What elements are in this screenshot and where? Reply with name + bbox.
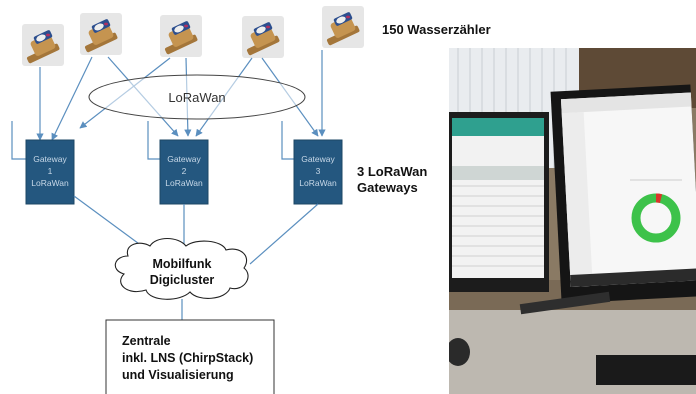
mobilfunk-cloud [114, 237, 249, 300]
monitors-photo [449, 48, 696, 394]
meter-icon-3 [160, 15, 202, 57]
gateway-3-line1: Gateway [301, 154, 335, 164]
zentrale-line1: Zentrale [122, 334, 171, 348]
zentrale-line3: und Visualisierung [122, 368, 234, 382]
gateways-label-line2: Gateways [357, 180, 418, 195]
gateway-2-line3: LoRaWan [165, 178, 203, 188]
gateways-label-line1: 3 LoRaWan [357, 164, 427, 179]
gateway-2-number: 2 [182, 166, 187, 176]
gateway-1: Gateway 1 LoRaWan [25, 139, 75, 205]
right-monitor [550, 84, 696, 304]
meter-icon-1 [22, 24, 64, 66]
left-monitor [449, 112, 549, 292]
gateway-1-line3: LoRaWan [31, 178, 69, 188]
gateway-2: Gateway 2 LoRaWan [159, 139, 209, 205]
meter-count-label: 150 Wasserzähler [382, 22, 491, 37]
lorawan-ellipse [88, 74, 306, 120]
zentrale-box [105, 319, 275, 394]
cloud-line2: Digicluster [150, 273, 215, 287]
gateway-3-number: 3 [316, 166, 321, 176]
gateway-2-line1: Gateway [167, 154, 201, 164]
gateway-3-line3: LoRaWan [299, 178, 337, 188]
gateway-to-cloud-lines [73, 195, 319, 265]
gateway-3: Gateway 3 LoRaWan [293, 139, 343, 205]
gateway-1-number: 1 [48, 166, 53, 176]
cloud-line1: Mobilfunk [152, 257, 211, 271]
gateway-antennas [11, 121, 294, 160]
meter-icon-2 [80, 13, 122, 55]
zentrale-line2: inkl. LNS (ChirpStack) [122, 351, 253, 365]
gateway-1-line1: Gateway [33, 154, 67, 164]
meter-icon-4 [242, 16, 284, 58]
lorawan-label: LoRaWan [168, 90, 225, 105]
meter-icon-5 [322, 6, 364, 48]
